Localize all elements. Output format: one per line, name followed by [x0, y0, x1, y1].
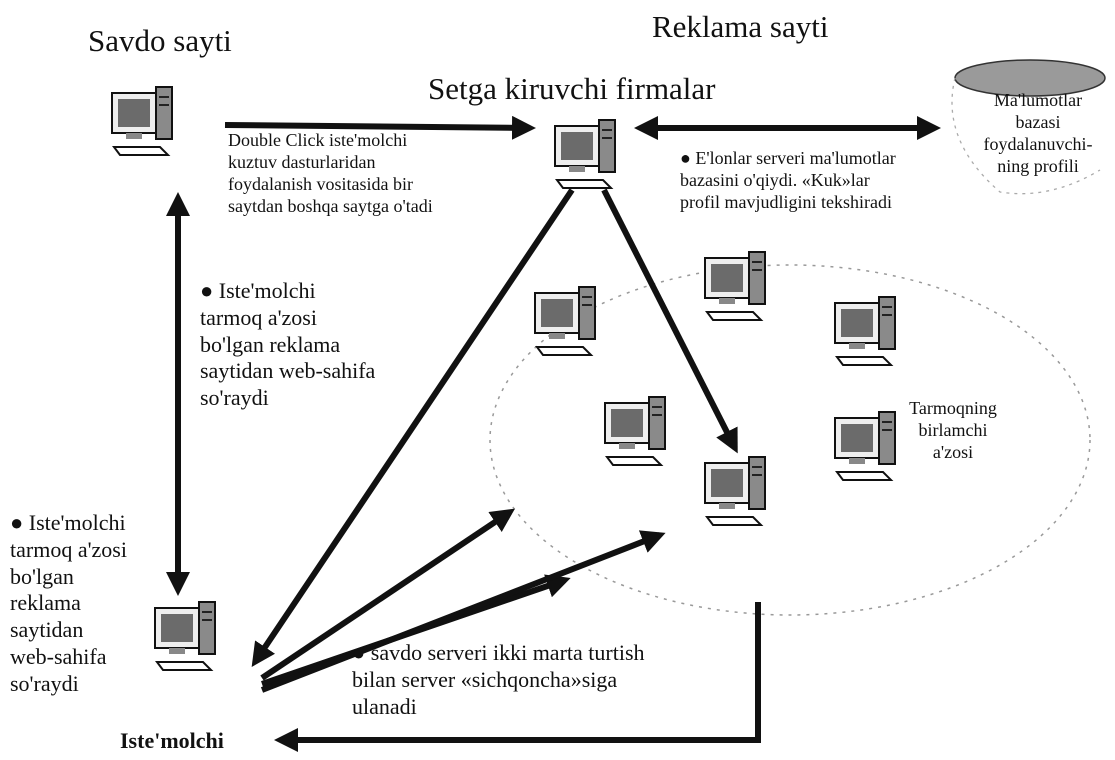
network-computer-1: [704, 251, 766, 321]
network-computer-4: [604, 396, 666, 466]
database-outline: [951, 77, 1101, 195]
arrow-return-to-consumer: [274, 602, 761, 752]
arrow-consumer-to-net-1: [260, 508, 515, 681]
request-note-left: ● Iste'molchi tarmoq a'zosi bo'lgan rekl…: [10, 510, 127, 696]
consumer-label: Iste'molchi: [120, 728, 224, 753]
ad-server-computer: [554, 119, 616, 189]
ad-site-label: Reklama sayti: [652, 9, 829, 44]
network-computer-5: [834, 411, 896, 481]
shop-site-label: Savdo sayti: [88, 23, 232, 58]
primary-member-computer: [704, 456, 766, 526]
arrow-adserver-to-consumer: [251, 188, 575, 667]
shop-server-note: ● savdo serveri ikki marta turtish bilan…: [352, 640, 645, 719]
arrow-adserver-to-member: [601, 188, 738, 454]
network-firms-label: Setga kiruvchi firmalar: [428, 71, 716, 106]
double-click-note: Double Click iste'molchi kuztuv dasturla…: [228, 130, 433, 216]
arrow-consumer-to-net-3: [260, 530, 666, 693]
database-label: Ma'lumotlar bazasi foydalanuvchi- ning p…: [983, 90, 1093, 176]
network-computer-3: [834, 296, 896, 366]
network-cloud: [489, 264, 1091, 616]
arrow-shop-to-adserver: [224, 115, 536, 140]
network-computer-2: [534, 286, 596, 356]
shop-site-computer: [111, 86, 173, 156]
primary-member-label: Tarmoqning birlamchi a'zosi: [909, 398, 997, 462]
request-note-upper: ● Iste'molchi tarmoq a'zosi bo'lgan rekl…: [200, 278, 376, 411]
ad-server-note: ● E'lonlar serveri ma'lumotlar bazasini …: [680, 148, 896, 212]
consumer-computer: [154, 601, 216, 671]
